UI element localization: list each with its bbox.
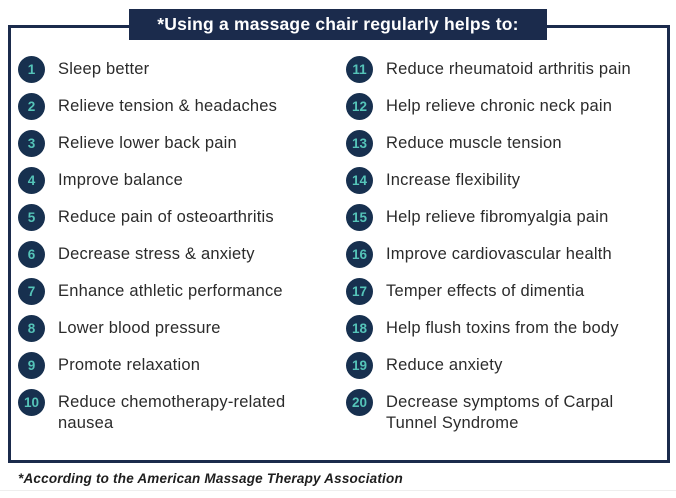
benefit-label: Enhance athletic performance: [58, 282, 283, 300]
list-item: 1 Sleep better: [18, 56, 346, 93]
benefit-label: Sleep better: [58, 60, 150, 78]
number-badge: 4: [18, 167, 45, 194]
number-badge: 13: [346, 130, 373, 157]
benefits-panel: 1 Sleep better 2 Relieve tension & headache…: [8, 25, 670, 463]
number-badge: 9: [18, 352, 45, 379]
number-badge: 10: [18, 389, 45, 416]
number-badge: 6: [18, 241, 45, 268]
benefit-label: Reduce chemotherapy-related nausea: [58, 393, 286, 432]
benefit-label: Temper effects of dimentia: [386, 282, 585, 300]
benefit-label: Lower blood pressure: [58, 319, 221, 337]
list-item: 16 Improve cardiovascular health: [346, 241, 667, 278]
list-item: 18 Help flush toxins from the body: [346, 315, 667, 352]
list-item: 19 Reduce anxiety: [346, 352, 667, 389]
list-item: 2 Relieve tension & headaches: [18, 93, 346, 130]
list-item: 7 Enhance athletic performance: [18, 278, 346, 315]
benefit-label: Help relieve chronic neck pain: [386, 97, 613, 115]
number-badge: 14: [346, 167, 373, 194]
footnote: *According to the American Massage Thera…: [18, 471, 403, 486]
number-badge: 11: [346, 56, 373, 83]
benefit-label: Relieve lower back pain: [58, 134, 237, 152]
benefit-label: Improve cardiovascular health: [386, 245, 612, 263]
benefit-label: Decrease symptoms of Carpal Tunnel Syndr…: [386, 393, 614, 432]
number-badge: 5: [18, 204, 45, 231]
benefit-label: Reduce rheumatoid arthritis pain: [386, 60, 631, 78]
list-item: 10 Reduce chemotherapy-related nausea: [18, 389, 346, 432]
number-badge: 20: [346, 389, 373, 416]
number-badge: 7: [18, 278, 45, 305]
list-item: 6 Decrease stress & anxiety: [18, 241, 346, 278]
benefit-label: Reduce anxiety: [386, 356, 503, 374]
number-badge: 18: [346, 315, 373, 342]
number-badge: 17: [346, 278, 373, 305]
number-badge: 3: [18, 130, 45, 157]
list-item: 3 Relieve lower back pain: [18, 130, 346, 167]
benefit-label: Improve balance: [58, 171, 183, 189]
bottom-divider: [0, 490, 676, 491]
list-item: 11 Reduce rheumatoid arthritis pain: [346, 56, 667, 93]
list-item: 4 Improve balance: [18, 167, 346, 204]
number-badge: 2: [18, 93, 45, 120]
number-badge: 12: [346, 93, 373, 120]
benefit-label: Reduce muscle tension: [386, 134, 562, 152]
benefit-label: Promote relaxation: [58, 356, 201, 374]
list-item: 8 Lower blood pressure: [18, 315, 346, 352]
number-badge: 8: [18, 315, 45, 342]
page-title: *Using a massage chair regularly helps t…: [157, 14, 519, 34]
title-banner: *Using a massage chair regularly helps t…: [129, 9, 547, 40]
list-item: 17 Temper effects of dimentia: [346, 278, 667, 315]
benefits-column-left: 1 Sleep better 2 Relieve tension & headache…: [18, 56, 346, 432]
list-item: 12 Help relieve chronic neck pain: [346, 93, 667, 130]
list-item: 13 Reduce muscle tension: [346, 130, 667, 167]
list-item: 14 Increase flexibility: [346, 167, 667, 204]
benefits-columns: 1 Sleep better 2 Relieve tension & headache…: [11, 28, 667, 432]
benefit-label: Help flush toxins from the body: [386, 319, 619, 337]
number-badge: 1: [18, 56, 45, 83]
benefit-label: Help relieve fibromyalgia pain: [386, 208, 609, 226]
benefit-label: Reduce pain of osteoarthritis: [58, 208, 274, 226]
list-item: 5 Reduce pain of osteoarthritis: [18, 204, 346, 241]
list-item: 15 Help relieve fibromyalgia pain: [346, 204, 667, 241]
number-badge: 16: [346, 241, 373, 268]
number-badge: 19: [346, 352, 373, 379]
list-item: 9 Promote relaxation: [18, 352, 346, 389]
benefit-label: Increase flexibility: [386, 171, 521, 189]
list-item: 20 Decrease symptoms of Carpal Tunnel Syn…: [346, 389, 667, 432]
number-badge: 15: [346, 204, 373, 231]
benefit-label: Relieve tension & headaches: [58, 97, 278, 115]
benefit-label: Decrease stress & anxiety: [58, 245, 255, 263]
